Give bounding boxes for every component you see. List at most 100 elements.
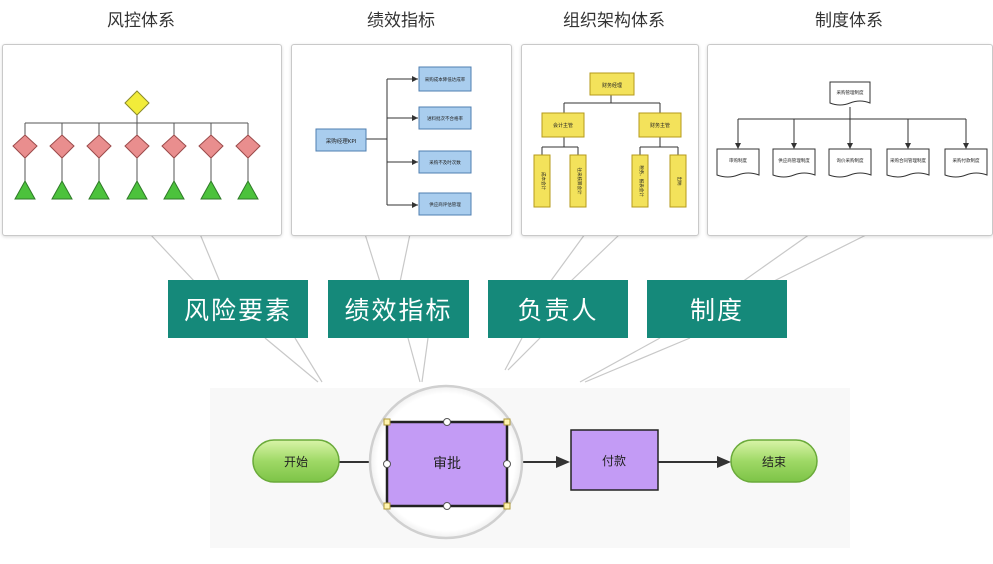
kpi-item-box-4 xyxy=(418,192,472,216)
callout-risk-top-left xyxy=(149,233,196,283)
callout-risk-bottom-left xyxy=(264,337,319,383)
handle-corner-tr[interactable] xyxy=(503,418,511,426)
callout-org-bottom-right xyxy=(507,337,541,371)
kpi-item-label-4: 供应商评估管理 xyxy=(429,201,461,208)
kpi-root-label: 采购经理KPI xyxy=(326,137,357,145)
org-leaf-label-4: 出纳 xyxy=(676,177,683,186)
risk-panel xyxy=(2,44,282,236)
system-doc-1 xyxy=(716,148,760,178)
risk-title: 风控体系 xyxy=(107,11,175,31)
callout-kpi-top-left xyxy=(364,233,381,283)
callout-kpi-top-right xyxy=(399,233,411,283)
kpi-diagram: 采购经理KPI 采购成本降低达成率 进料批次不合格率 采购不及时次数 供应商评估… xyxy=(315,66,472,216)
tag-system: 制度 xyxy=(647,280,787,338)
org-branch-box-1 xyxy=(541,112,585,138)
pay-node xyxy=(570,429,659,491)
callout-system-top-right xyxy=(771,233,869,283)
risk-triangle-6 xyxy=(200,179,222,200)
callout-system-bottom-right xyxy=(584,337,691,383)
callout-kpi-bottom-left xyxy=(407,337,421,383)
org-branch-box-2 xyxy=(638,112,682,138)
org-diagram: 财务经理 会计主管 财务主管 成本会计 往来核算会计 税务、报表会计 出纳 xyxy=(533,72,687,208)
callout-org-bottom-left xyxy=(504,337,523,371)
tag-kpi: 绩效指标 xyxy=(328,280,469,338)
system-root-doc xyxy=(829,81,871,106)
system-item-label-4: 采购合同管理制度 xyxy=(890,157,926,164)
callout-kpi-bottom-right xyxy=(421,337,429,383)
kpi-title: 绩效指标 xyxy=(367,11,435,31)
risk-diamond-5 xyxy=(161,134,187,159)
risk-diamond-3 xyxy=(86,134,112,159)
system-doc-4 xyxy=(886,148,930,178)
end-node xyxy=(730,439,818,483)
handle-left[interactable] xyxy=(383,460,391,468)
org-title: 组织架构体系 xyxy=(563,11,665,31)
approve-label: 审批 xyxy=(433,456,461,472)
tag-owner: 负责人 xyxy=(488,280,628,338)
kpi-item-box-2 xyxy=(418,106,472,130)
kpi-root-box xyxy=(315,128,367,152)
system-doc-2 xyxy=(772,148,816,178)
org-leaf-box-4 xyxy=(669,154,687,208)
callout-risk-top-right xyxy=(199,233,221,283)
handle-top[interactable] xyxy=(443,418,451,426)
start-node xyxy=(252,439,340,483)
risk-root-diamond xyxy=(124,90,150,116)
pay-label: 付款 xyxy=(602,454,626,468)
risk-diamond-1 xyxy=(12,134,38,159)
system-diagram: 采购管理制度 审购制度 供应商管理制度 询价采购制度 采购合同管理制度 采购付款… xyxy=(716,81,988,178)
handle-corner-tl[interactable] xyxy=(383,418,391,426)
risk-triangle-1 xyxy=(14,179,36,200)
risk-triangle-7 xyxy=(237,179,259,200)
system-doc-5 xyxy=(944,148,988,178)
org-branch-label-2: 财务主管 xyxy=(650,122,670,129)
handle-corner-br[interactable] xyxy=(503,502,511,510)
kpi-panel: 采购经理KPI 采购成本降低达成率 进料批次不合格率 采购不及时次数 供应商评估… xyxy=(291,44,512,236)
handle-right[interactable] xyxy=(503,460,511,468)
system-doc-3 xyxy=(828,148,872,178)
kpi-item-box-3 xyxy=(418,150,472,174)
handle-corner-bl[interactable] xyxy=(383,502,391,510)
system-item-label-3: 询价采购制度 xyxy=(837,157,864,164)
kpi-item-label-1: 采购成本降低达成率 xyxy=(425,76,466,83)
risk-diamond-4 xyxy=(124,134,150,159)
risk-diagram xyxy=(12,90,261,200)
system-item-label-5: 采购付款制度 xyxy=(953,157,980,164)
org-leaf-label-1: 成本会计 xyxy=(540,172,547,190)
risk-diamond-7 xyxy=(235,134,261,159)
org-panel: 财务经理 会计主管 财务主管 成本会计 往来核算会计 税务、报表会计 出纳 xyxy=(521,44,699,236)
kpi-item-label-3: 采购不及时次数 xyxy=(429,159,461,166)
callout-org-top-right xyxy=(569,233,621,283)
risk-diamond-2 xyxy=(49,134,75,159)
org-leaf-label-2: 往来核算会计 xyxy=(576,168,583,195)
risk-triangle-3 xyxy=(88,179,110,200)
system-root-label: 采购管理制度 xyxy=(837,89,864,96)
callout-system-bottom-left xyxy=(579,337,661,383)
org-leaf-label-3: 税务、报表会计 xyxy=(638,165,645,197)
arrow-head-end xyxy=(717,456,731,468)
risk-triangle-2 xyxy=(51,179,73,200)
org-root-label: 财务经理 xyxy=(602,82,622,89)
callout-org-top-left xyxy=(549,233,586,283)
start-label: 开始 xyxy=(284,455,308,469)
risk-triangle-5 xyxy=(163,179,185,200)
risk-triangle-4 xyxy=(126,179,148,200)
system-title: 制度体系 xyxy=(815,11,883,31)
handle-bottom[interactable] xyxy=(443,502,451,510)
org-leaf-box-1 xyxy=(533,154,551,208)
tag-risk-factors: 风险要素 xyxy=(168,280,308,338)
org-leaf-box-3 xyxy=(631,154,649,208)
callout-risk-bottom-right xyxy=(294,337,323,383)
system-panel: 采购管理制度 审购制度 供应商管理制度 询价采购制度 采购合同管理制度 采购付款… xyxy=(707,44,993,236)
end-label: 结束 xyxy=(762,455,786,469)
arrow-head-pay xyxy=(556,456,570,468)
org-root-box xyxy=(589,72,635,96)
system-item-label-2: 供应商管理制度 xyxy=(778,157,810,164)
kpi-item-label-2: 进料批次不合格率 xyxy=(427,115,463,122)
callout-system-top-left xyxy=(741,233,811,283)
org-branch-label-1: 会计主管 xyxy=(553,122,573,129)
system-item-label-1: 审购制度 xyxy=(729,157,747,164)
org-leaf-box-2 xyxy=(569,154,587,208)
